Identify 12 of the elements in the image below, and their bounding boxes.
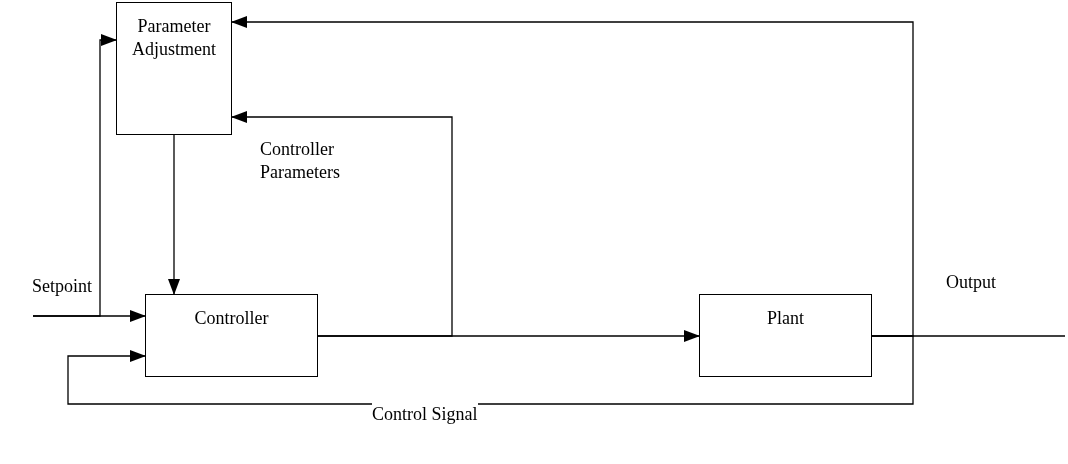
arrow [231, 16, 914, 337]
arrow [168, 134, 180, 295]
block-box [116, 2, 232, 135]
block-label: Controller [194, 307, 269, 330]
block-label: Parameter Adjustment [131, 15, 217, 60]
arrow [231, 111, 453, 337]
block-label: Plant [767, 307, 804, 330]
block-box [145, 294, 318, 377]
block-box [699, 294, 872, 377]
arrow [67, 335, 914, 405]
arrow [32, 34, 117, 317]
signal-label: Control Signal [372, 403, 478, 426]
